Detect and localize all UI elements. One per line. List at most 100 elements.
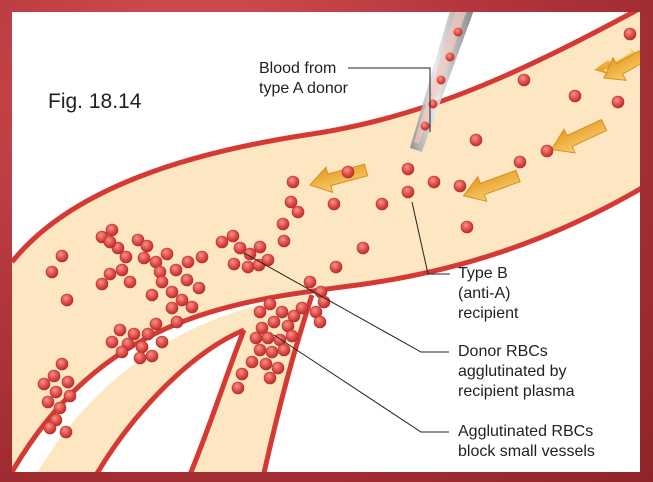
red-blood-cell-icon [63,389,77,403]
red-blood-cell-icon [265,345,279,359]
red-blood-cell-icon [284,195,298,209]
red-blood-cell-icon [245,355,259,369]
red-blood-cell-icon [401,162,415,176]
vessel-wall-lower [12,186,640,472]
pipette-icon [410,12,474,152]
red-blood-cell-icon [517,73,531,87]
red-blood-cell-icon [105,335,119,349]
red-blood-cell-icon [253,240,267,254]
red-blood-cell-icon [103,235,117,249]
label-donor: Blood from type A donor [259,60,348,97]
leader-line-blocked [273,334,449,433]
red-blood-cell-icon [160,247,174,261]
label-blocked: Agglutinated RBCs block small vessels [458,423,595,460]
red-blood-cell-icon [55,357,69,371]
red-blood-cell-icon [149,317,163,331]
red-blood-cell-icon [133,351,147,365]
red-blood-cell-icon [401,185,415,199]
red-blood-cell-icon [540,144,554,158]
red-blood-cell-icon [103,267,117,281]
red-blood-cell-icon [119,250,133,264]
main-vessel [12,12,640,472]
red-blood-cell-icon [115,345,129,359]
red-blood-cell-icon [155,275,169,289]
red-blood-cell-icon [427,175,441,189]
leader-lines [243,67,450,433]
red-blood-cell-icon [285,329,299,343]
red-blood-cell-icon [165,285,179,299]
branch-wall-middle-left [95,327,245,472]
red-blood-cell-icon [327,197,341,211]
red-blood-cell-icon [249,331,263,345]
branch-plasma [37,295,312,472]
leader-line-agglutinated [243,252,449,353]
red-blood-cell-icon [155,335,169,349]
red-blood-cell-icon [105,223,119,237]
red-blood-cell-icon [329,260,343,274]
red-blood-cell-icon [195,250,209,264]
red-blood-cell-icon [123,275,137,289]
red-blood-cell-icon [276,217,290,231]
red-blood-cell-icon [141,327,155,341]
red-blood-cell-icon [135,340,149,354]
red-blood-cell-icon [568,89,582,103]
red-blood-cell-icon [233,241,247,255]
red-blood-cell-icon [275,305,289,319]
red-blood-cell-icon [45,265,59,279]
red-blood-cell-icon [253,305,267,319]
red-blood-cell-icon [253,343,267,357]
red-blood-cell-icon [140,239,154,253]
red-blood-cell-icon [286,175,300,189]
red-blood-cell-icon [375,197,389,211]
red-blood-cell-icon [623,27,637,41]
red-blood-cell-icon [180,273,194,287]
red-blood-cell-icon [460,220,474,234]
red-blood-cell-icon [287,309,301,323]
red-blood-cell-icon [60,293,74,307]
red-blood-cell-icon [59,425,73,439]
red-blood-cell-icon [43,421,57,435]
red-blood-cell-icon [145,349,159,363]
figure-panel: Fig. 18.14 Blood from type A donor Type … [12,12,640,472]
red-blood-cell-icon [175,293,189,307]
vessel-wall-upper [12,12,639,264]
red-blood-cell-icon [303,275,317,289]
red-blood-cell-icon [291,205,305,219]
red-blood-cell-icon [226,229,240,243]
red-blood-cell-icon [453,179,467,193]
red-blood-cell-icon [137,251,151,265]
red-blood-cell-icon [55,249,69,263]
red-blood-cell-icon [261,331,275,345]
red-blood-cell-icon [313,315,327,329]
red-blood-cell-icon [513,155,527,169]
red-blood-cell-icon [227,257,241,271]
red-blood-cell-icon [356,241,370,255]
red-blood-cell-icon [169,263,183,277]
flow-arrow-icon [550,118,608,154]
red-blood-cell-icon [41,395,55,409]
red-blood-cell-icon [235,367,249,381]
branch-vessels [37,294,315,472]
red-blood-cell-icon [271,361,285,375]
red-blood-cell-icon [115,263,129,277]
figure-label: Fig. 18.14 [48,90,142,113]
red-blood-cell-icon [165,301,179,315]
red-blood-cell-icon [295,301,309,315]
label-agglutinated: Donor RBCs agglutinated by recipient pla… [458,343,575,400]
red-blood-cell-icon [215,235,229,249]
branch-wall-middle-right [188,329,247,472]
vessel-plasma [12,12,640,472]
red-blood-cell-icon [185,300,199,314]
leader-line-recipient [411,201,450,275]
vessel-diagram [12,12,640,472]
red-blood-cell-icon [181,255,195,269]
red-blood-cell-icon [231,381,245,395]
red-blood-cell-icon [277,234,291,248]
red-blood-cell-icon [259,357,273,371]
label-recipient: Type B (anti-A) recipient [458,265,519,322]
red-blood-cell-icon [267,315,281,329]
red-blood-cell-icon [113,323,127,337]
red-blood-cell-icon [53,401,67,415]
flow-arrow-icon [462,169,521,202]
